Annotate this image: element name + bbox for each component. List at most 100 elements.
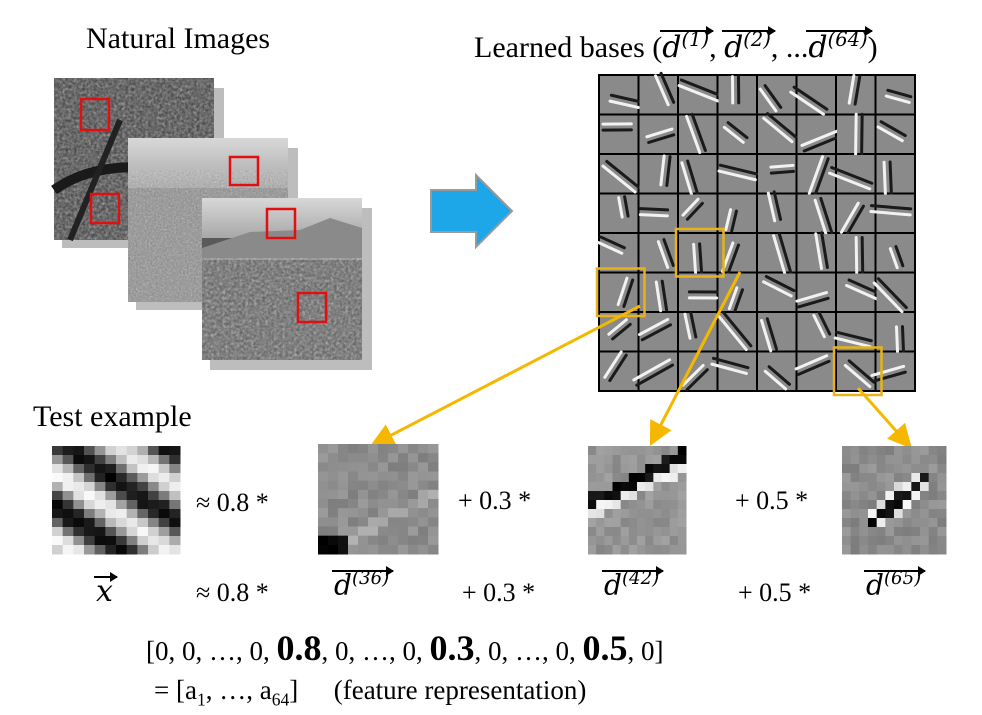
basis-cell — [837, 194, 875, 237]
basis-cell — [789, 76, 835, 116]
basis-cell — [758, 155, 796, 193]
basis-cell — [600, 350, 638, 390]
plus-term-2-vec: + 0.3 * — [462, 578, 536, 607]
basis-cell — [837, 112, 875, 159]
basis-cell — [828, 155, 875, 193]
basis-cell — [639, 154, 677, 193]
basis-cell — [718, 273, 756, 313]
basis-cell — [679, 352, 717, 392]
basis-cell — [600, 115, 638, 153]
arrow-to-d36 — [370, 304, 641, 447]
basis-cell — [679, 273, 719, 311]
basis-cell — [794, 352, 835, 390]
learned-bases-title: Learned bases (d(1), d(2), ...d(64)) — [474, 26, 878, 65]
basis-vector-d64: d(64) — [806, 26, 873, 65]
transform-arrow-icon — [430, 172, 514, 250]
basis-cell — [758, 273, 796, 311]
basis-cell — [637, 313, 677, 351]
basis-cell — [600, 313, 638, 351]
test-example-label: Test example — [33, 400, 192, 433]
basis-cell — [677, 76, 722, 114]
basis-d42-label: d(42) — [601, 565, 665, 602]
basis-cell — [876, 313, 914, 354]
coefficient-0-5: 0.5 — [582, 628, 628, 668]
basis-patch-d42 — [588, 446, 687, 555]
basis-cell — [718, 115, 756, 153]
approx-term-1-vec: ≈ 0.8 * — [196, 578, 269, 607]
basis-cell — [632, 352, 677, 390]
basis-cell — [596, 234, 638, 272]
basis-cell — [797, 155, 835, 198]
basis-cell — [797, 311, 835, 351]
basis-cell — [679, 112, 717, 154]
basis-cell — [758, 232, 796, 278]
plus-term-3: + 0.5 * — [735, 486, 809, 515]
basis-cell — [600, 155, 641, 194]
basis-cell — [872, 273, 914, 314]
feature-representation-note: (feature representation) — [333, 675, 587, 705]
separator: , — [709, 31, 725, 64]
title-close-paren: ) — [867, 31, 878, 64]
test-example-patch — [52, 446, 181, 555]
basis-cell — [758, 76, 796, 114]
basis-cell — [679, 194, 717, 232]
basis-cell — [758, 190, 796, 232]
highlight-box — [674, 227, 725, 278]
basis-cell — [679, 234, 717, 275]
basis-cell — [638, 194, 677, 232]
basis-cell — [600, 194, 638, 232]
basis-cell — [837, 273, 882, 311]
natural-images-title: Natural Images — [86, 22, 271, 55]
basis-cell — [639, 71, 677, 114]
coefficient-0-8: 0.8 — [276, 628, 322, 668]
basis-cell — [758, 352, 796, 391]
feature-vector: [0, 0, …, 0, 0.8, 0, …, 0, 0.3, 0, …, 0,… — [146, 628, 664, 668]
coefficient-0-3: 0.3 — [429, 628, 475, 668]
basis-cell — [797, 231, 835, 272]
basis-cell — [876, 234, 914, 272]
separator: , — [770, 31, 786, 64]
basis-cell — [876, 155, 914, 202]
basis-cell — [837, 352, 876, 390]
basis-cell — [710, 352, 756, 390]
basis-vector-d1: d(1) — [660, 26, 714, 65]
learned-bases-grid — [595, 71, 916, 397]
basis-vector-d2: d(2) — [722, 26, 776, 65]
approx-term-1: ≈ 0.8 * — [196, 488, 269, 517]
basis-cell — [717, 311, 756, 352]
basis-cell — [837, 73, 875, 114]
basis-cell — [797, 194, 835, 237]
arrow-to-d42 — [649, 271, 742, 446]
basis-d36-label: d(36) — [331, 565, 395, 602]
basis-cell — [837, 234, 875, 282]
vector-x: x — [94, 572, 118, 609]
arrow-to-d65 — [856, 387, 912, 449]
feature-representation: = [a1, …, a64] (feature representation) — [154, 675, 587, 710]
basis-patch-d36 — [318, 444, 439, 555]
basis-cell — [869, 194, 914, 232]
basis-cell — [876, 76, 914, 114]
natural-image-3 — [202, 198, 362, 360]
ellipsis: ... — [785, 31, 809, 64]
basis-cell — [639, 115, 677, 153]
basis-cell — [795, 273, 835, 311]
basis-cell — [600, 273, 638, 311]
basis-cell — [600, 76, 642, 114]
basis-d65-label: d(65) — [863, 565, 927, 602]
basis-cell — [718, 75, 756, 114]
basis-cell — [758, 112, 798, 153]
basis-patch-d65 — [842, 446, 947, 555]
plus-term-2: + 0.3 * — [458, 486, 532, 515]
plus-term-3-vec: + 0.5 * — [738, 578, 812, 607]
basis-cell — [758, 313, 796, 353]
basis-cell — [718, 194, 756, 233]
highlight-box — [832, 346, 883, 397]
basis-cell — [717, 155, 759, 193]
learned-bases-label: Learned bases ( — [474, 31, 663, 64]
basis-cell — [833, 313, 875, 351]
basis-cell — [639, 234, 677, 272]
basis-cell — [876, 115, 914, 153]
basis-cell — [679, 155, 717, 202]
